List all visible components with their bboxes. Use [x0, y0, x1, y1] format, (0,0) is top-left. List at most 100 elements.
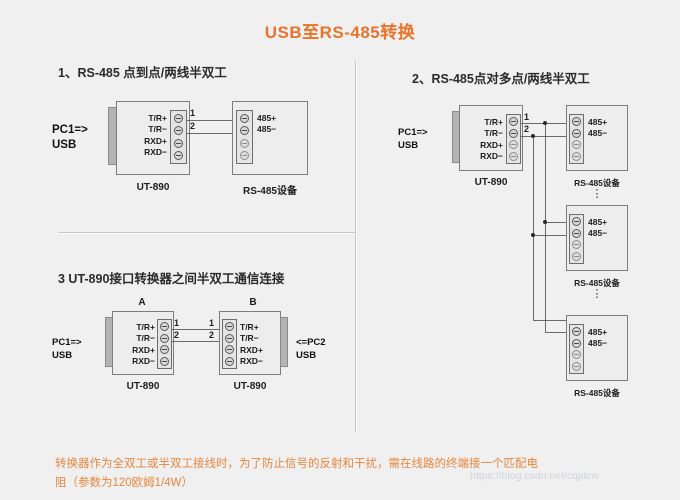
converter-b-tag: B [249, 297, 257, 308]
screw-terminal [174, 138, 183, 148]
screw-terminal [572, 338, 581, 348]
junction-dot [531, 134, 536, 139]
converter-pin-labels: T/R+ T/R− RXD+ RXD− [120, 113, 167, 159]
screw-terminal [225, 356, 234, 366]
pin-label: RXD+ [480, 139, 503, 150]
screw-terminal [572, 361, 581, 371]
pin-label: T/R− [136, 333, 155, 344]
pin-label: 485− [588, 228, 608, 239]
drop-wire-b [533, 320, 569, 322]
pin-label: RXD+ [144, 135, 167, 146]
screw-terminal [572, 151, 581, 161]
footer-note: 转换器作为全双工或半双工接线时，为了防止信号的反射和干扰，需在线路的终端接一个匹… [55, 455, 635, 493]
wire-number: 2 [190, 121, 196, 131]
wire-number: 1 [209, 318, 215, 328]
wire-number: 2 [209, 330, 215, 340]
rs485-device-pin-labels: 485+ 485− [588, 327, 607, 350]
wire-number: 2 [524, 124, 530, 134]
pin-label: T/R+ [136, 322, 155, 332]
footer-note-line-2: 阻（参数为120欧姆1/4W） [55, 477, 194, 489]
bus-wire-a [187, 120, 243, 122]
wire-number: 1 [524, 112, 530, 122]
screw-terminal [572, 228, 581, 238]
page-title: USB至RS-485转换 [264, 23, 416, 42]
pin-label: RXD− [144, 147, 167, 158]
junction-dot [543, 121, 548, 126]
pin-label: RXD+ [240, 344, 263, 355]
screw-terminal [509, 151, 518, 161]
continuation-ellipsis: ⋮ [591, 288, 603, 300]
screw-terminal [240, 138, 249, 148]
pin-label: RXD+ [132, 344, 155, 355]
junction-dot [543, 220, 548, 225]
wire-number: 1 [174, 318, 180, 328]
section-2-heading: 2、RS-485点对多点/两线半双工 [412, 72, 590, 86]
pin-label: 485+ [588, 327, 608, 337]
section-3-heading: 3 UT-890接口转换器之间半双工通信连接 [58, 272, 285, 286]
screw-terminal [174, 126, 183, 136]
screw-terminal [240, 126, 249, 136]
host-label-line-2: USB [398, 140, 419, 151]
host-label-line-2: USB [296, 350, 317, 361]
pin-label: RXD− [240, 356, 263, 367]
converter-a-caption: UT-890 [126, 381, 160, 392]
bus-wire-b [520, 136, 568, 138]
pin-label: T/R+ [240, 322, 259, 332]
screw-terminal [572, 240, 581, 250]
pin-label: T/R+ [484, 117, 503, 127]
rs485-device-caption: RS-485设备 [574, 388, 620, 398]
junction-dot [531, 233, 536, 238]
pin-label: RXD− [480, 151, 503, 162]
rs485-device-terminal-strip [569, 324, 584, 374]
screw-terminal [509, 128, 518, 138]
drop-wire-a [545, 222, 569, 224]
converter-terminal-strip [170, 110, 187, 164]
screw-terminal [160, 345, 169, 355]
converter-b-terminal-strip [222, 319, 237, 369]
usb-connector-nub [280, 317, 288, 367]
rs485-device-terminal-strip [569, 214, 584, 264]
section-3-host-right-label: <=PC2 USB [296, 336, 326, 362]
rs485-device-pin-labels: 485+ 485− [588, 117, 607, 140]
rs485-device-terminal-strip [569, 114, 584, 164]
converter-b-pin-labels: T/R+ T/R− RXD+ RXD− [240, 322, 263, 368]
screw-terminal [174, 151, 183, 161]
pin-label: 485+ [588, 117, 608, 127]
bus-trunk-b [533, 136, 535, 321]
converter-a-terminal-strip [157, 319, 172, 369]
converter-a-pin-labels: T/R+ T/R− RXD+ RXD− [114, 322, 155, 368]
screw-terminal [572, 217, 581, 227]
drop-wire-a [545, 332, 569, 334]
wire-number: 2 [174, 330, 180, 340]
pin-label: RXD− [132, 356, 155, 367]
screw-terminal [174, 113, 183, 123]
pin-label: 485+ [588, 217, 608, 227]
section-1-host-label: PC1=> USB [52, 123, 88, 153]
rs485-device-caption: RS-485设备 [574, 278, 620, 288]
horizontal-divider [58, 232, 355, 233]
continuation-ellipsis: ⋮ [591, 188, 603, 200]
pin-label: T/R− [148, 124, 167, 135]
converter-terminal-strip [506, 114, 521, 164]
pin-label: 485− [588, 128, 608, 139]
converter-b-caption: UT-890 [233, 381, 267, 392]
pin-label: 485− [588, 338, 608, 349]
bus-trunk-a [545, 123, 547, 333]
screw-terminal [572, 117, 581, 127]
converter-pin-labels: T/R+ T/R− RXD+ RXD− [461, 117, 503, 163]
screw-terminal [160, 333, 169, 343]
converter-caption: UT-890 [136, 182, 170, 193]
host-label-line-2: USB [52, 350, 73, 361]
screw-terminal [225, 345, 234, 355]
screw-terminal [225, 333, 234, 343]
watermark: https://blog.csdn.net/cqjdcw [470, 470, 599, 482]
screw-terminal [240, 113, 249, 123]
link-wire-b [172, 341, 222, 343]
vertical-divider [355, 60, 356, 432]
host-label-line-1: PC1=> [398, 127, 428, 138]
bus-wire-b [187, 133, 243, 135]
wire-number: 1 [190, 108, 196, 118]
screw-terminal [160, 356, 169, 366]
pin-label: 485− [257, 124, 277, 135]
